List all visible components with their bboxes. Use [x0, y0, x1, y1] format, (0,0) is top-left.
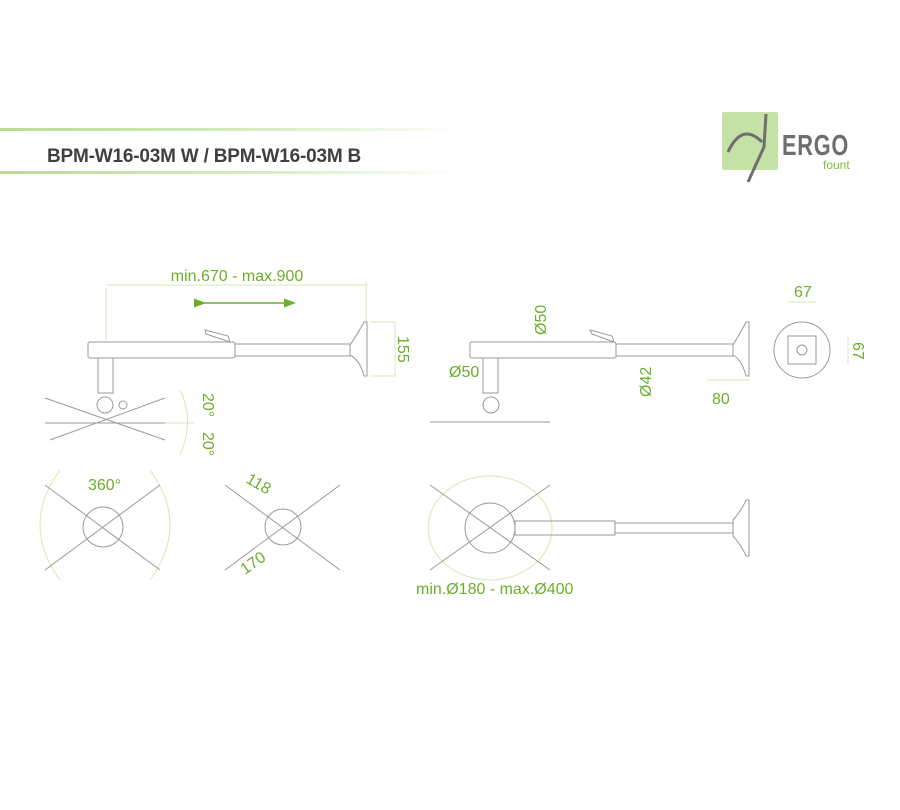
arm-length-label: min.670 - max.900 [171, 268, 304, 285]
arm-inner-label: 118 [243, 471, 274, 499]
logo-mark [722, 112, 778, 170]
page-title: BPM-W16-03M W / BPM-W16-03M B [47, 146, 362, 167]
plate-height-label: 155 [394, 336, 411, 363]
arm-diameter-label: Ø50 [533, 305, 550, 335]
side-view-left: min.670 - max.900 155 20° 20° [44, 268, 411, 456]
header-rule-top [0, 128, 460, 131]
logo-sub: fount [823, 158, 850, 172]
tube-diameter-label: Ø42 [638, 367, 655, 397]
spider-dimension-view: 118 170 [224, 471, 341, 578]
tilt-down-label: 20° [199, 432, 216, 456]
spider-rotation-view: 360° [39, 469, 171, 581]
tilt-up-label: 20° [199, 393, 216, 417]
arm-outer-label: 170 [238, 549, 270, 578]
logo-brand: ERGO [782, 130, 850, 162]
spider-range-label: min.Ø180 - max.Ø400 [416, 581, 574, 598]
plate-width-label: 67 [794, 284, 812, 301]
logo-swoosh-icon [726, 113, 768, 183]
header-rule-bottom [0, 171, 460, 174]
plate-depth-label: 80 [712, 391, 730, 408]
rotation-label: 360° [88, 477, 121, 494]
plate-height-front-label: 67 [849, 342, 866, 360]
post-diameter-label: Ø50 [449, 364, 479, 381]
side-view-right: Ø50 Ø50 Ø42 80 [430, 305, 750, 423]
top-view: min.Ø180 - max.Ø400 [416, 475, 750, 598]
ergofount-logo: ERGO fount [722, 112, 862, 187]
wall-plate-front: 67 67 [773, 284, 866, 379]
